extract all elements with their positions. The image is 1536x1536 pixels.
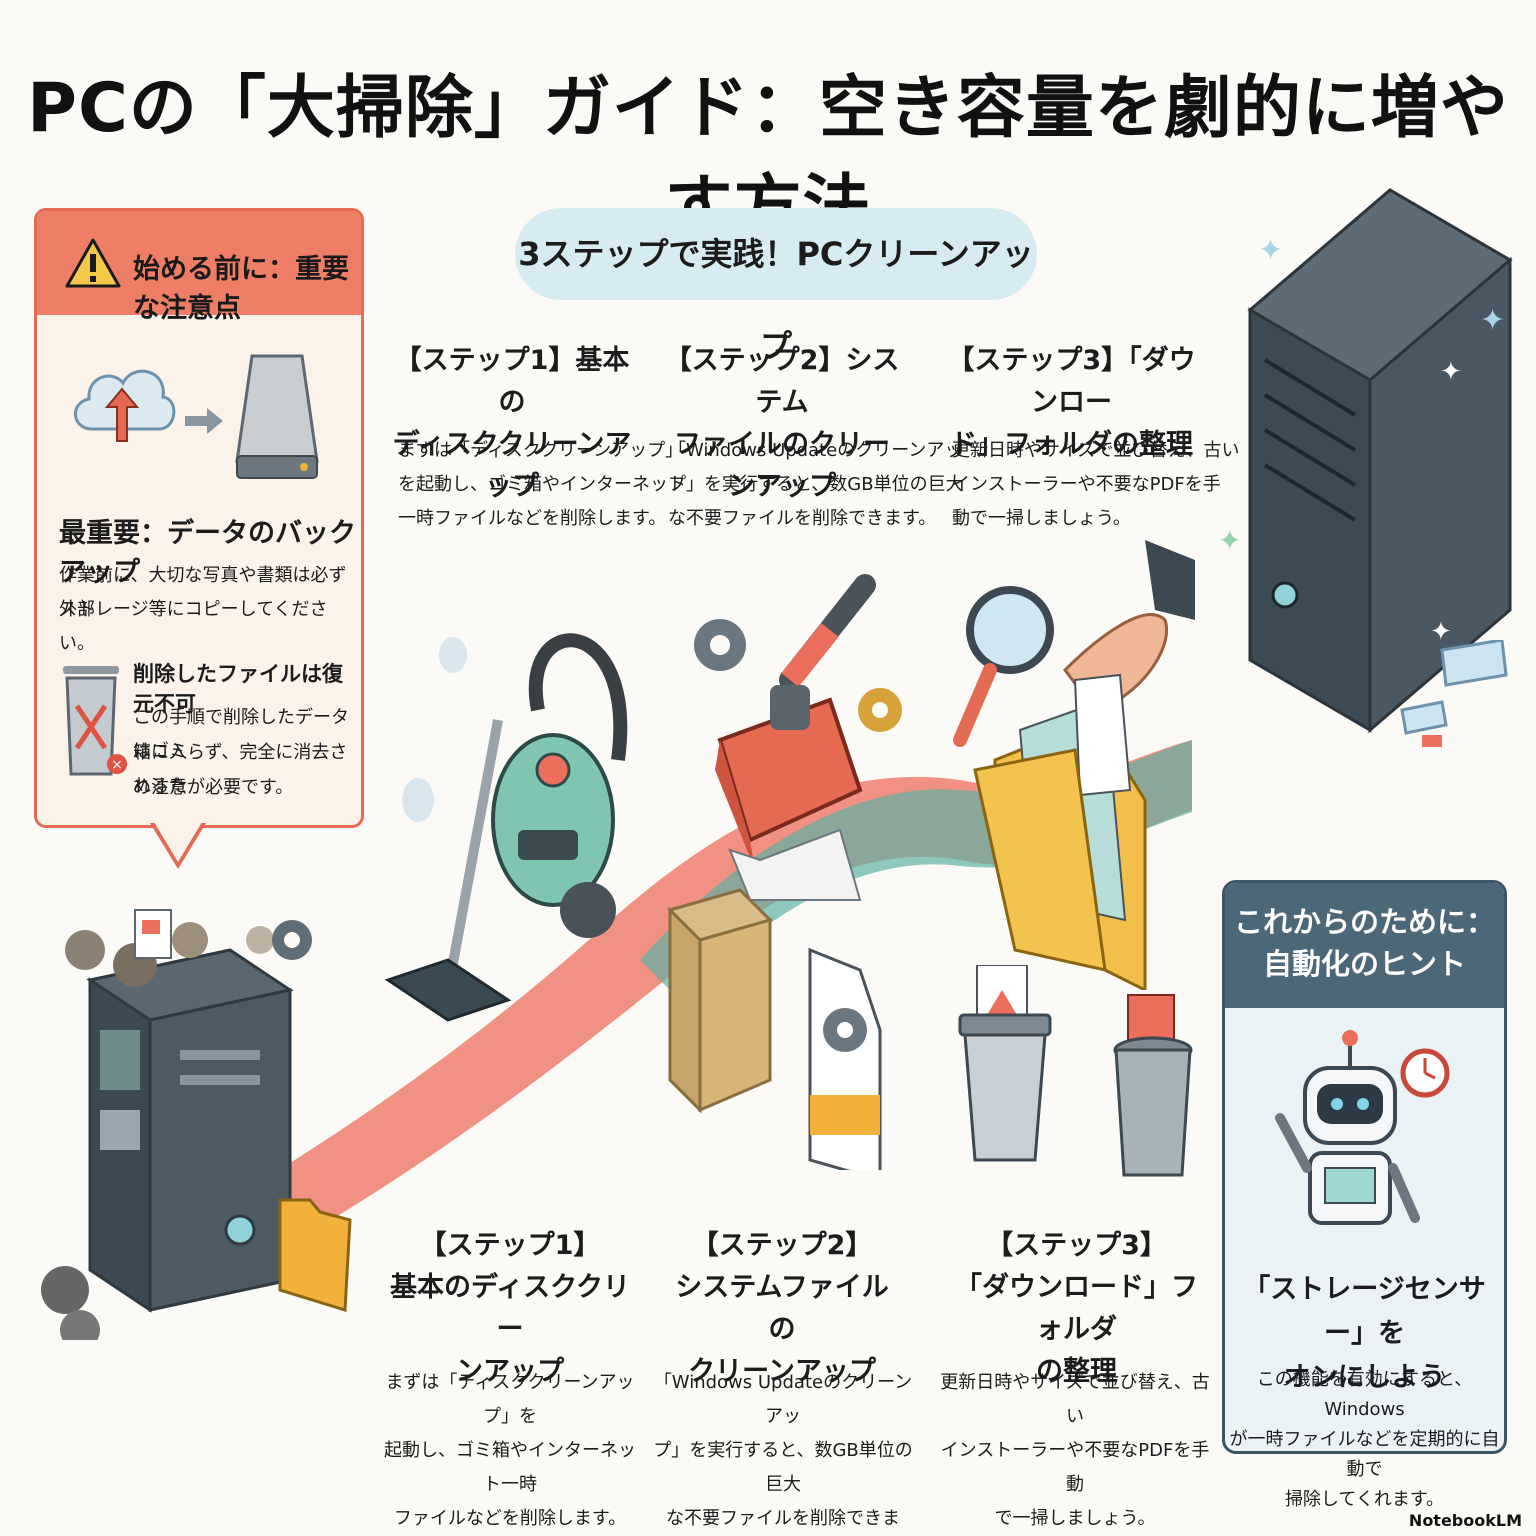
step2-top-text-3: な不要ファイルを削除できます。 xyxy=(668,508,937,529)
step1-bottom-title-2: 基本のディスククリー xyxy=(389,1272,631,1345)
step1-bottom-text-2: 起動し、ゴミ箱やインターネット一時 xyxy=(384,1440,636,1495)
cloud-upload-icon xyxy=(73,369,176,442)
step2-bottom-text-2: プ」を実行すると、数GB単位の巨大 xyxy=(653,1440,913,1495)
step1-bottom: 【ステップ1】 基本のディスククリー ンアップ xyxy=(385,1225,635,1393)
backup-text-2: ストレージ等にコピーしてください。 xyxy=(59,599,328,654)
warning-icon xyxy=(65,238,121,288)
step3-top-text-1: 更新日時やサイズで並び替え、古い xyxy=(952,440,1240,461)
steps-banner: 3ステップで実践！PCクリーンアップ xyxy=(515,208,1037,365)
step3-bottom-title-1: 【ステップ3】 xyxy=(986,1230,1167,1261)
automation-heading-1: 「ストレージセンサー」を xyxy=(1243,1274,1486,1349)
step3-bottom-text-3: で一掃しましょう。 xyxy=(994,1508,1156,1529)
hand-and-folder-illustration xyxy=(973,540,1195,990)
step1-top-title-1: 【ステップ1】基本の xyxy=(394,345,630,418)
step2-top-title-2: ファイルのクリーンアップ xyxy=(674,429,890,502)
step1-bottom-title-3: ンアップ xyxy=(456,1356,564,1387)
step2-bottom-title-3: クリーンアップ xyxy=(688,1356,876,1387)
step2-bottom: 【ステップ2】 システムファイルの クリーンアップ xyxy=(662,1225,902,1393)
automation-title-2: 自動化のヒント xyxy=(1262,947,1466,981)
arrow-right-icon xyxy=(185,408,223,434)
delete-text-3: め注意が必要です。 xyxy=(133,777,294,798)
step2-top-title-1: 【ステップ2】システム xyxy=(664,345,900,418)
step3-bottom-title-2: 「ダウンロード」フォルダ xyxy=(955,1272,1198,1345)
step3-bottom-title-3: の整理 xyxy=(1036,1356,1117,1387)
robot-icon xyxy=(1275,1030,1450,1225)
step2-top: 【ステップ2】システム ファイルのクリーンアップ xyxy=(662,340,902,508)
warning-panel: 始める前に：重要な注意点 最重要：データのバックアップ 作業前に、大切な写真や書… xyxy=(34,208,364,828)
svg-text:✦: ✦ xyxy=(1430,617,1452,647)
delete-text-2: 箱に入らず、完全に消去されるた xyxy=(133,742,348,797)
step3-bottom-text-1: 更新日時やサイズで並び替え、古い xyxy=(940,1372,1210,1427)
magnifier-icon xyxy=(953,586,1054,747)
step1-top-title-2: ディスククリーンアップ xyxy=(392,429,632,502)
svg-text:×: × xyxy=(111,757,123,773)
svg-text:✦: ✦ xyxy=(1480,303,1505,338)
sparkle-icon: ✦ xyxy=(1218,524,1241,557)
svg-text:✦: ✦ xyxy=(1440,357,1462,387)
step2-bottom-body: 「Windows Updateのクリーンアッ プ」を実行すると、数GB単位の巨大… xyxy=(652,1366,914,1536)
step3-top-title-1: 【ステップ3】「ダウンロー xyxy=(947,345,1196,418)
page-title: PCの「大掃除」ガイド：空き容量を劇的に増やす方法 xyxy=(27,69,1509,247)
dusty-pc-tower-illustration xyxy=(41,909,294,1340)
backup-title: 最重要：データのバックアップ xyxy=(59,518,356,588)
clean-pc-tower-illustration: ✦ ✦ xyxy=(1247,188,1513,734)
step1-bottom-title-1: 【ステップ1】 xyxy=(419,1230,601,1261)
sparkle-icon: ✦ xyxy=(1480,303,1505,338)
trash-bin-icon xyxy=(1113,994,1193,1177)
step2-top-text-2: プ」を実行すると、数GB単位の巨大 xyxy=(668,474,964,495)
automation-panel: これからのために： 自動化のヒント 「ストレージセンサー」を オンにしよう この… xyxy=(1222,880,1507,1510)
step1-bottom-text-3: ファイルなどを削除します。 xyxy=(393,1508,627,1529)
svg-text:✦: ✦ xyxy=(1218,524,1241,557)
step2-bottom-text-3: な不要ファイルを削除できます。 xyxy=(666,1508,900,1529)
step3-top-title-2: ド」フォルダの整理 xyxy=(950,429,1193,460)
external-drive-icon xyxy=(235,354,319,479)
step2-bottom-title-1: 【ステップ2】 xyxy=(691,1230,873,1261)
delete-text-1: この手順で削除したデータはゴミ xyxy=(133,707,349,762)
step1-top-text-1: まずは「ディスククリーンアップ」 xyxy=(398,440,684,461)
step1-top: 【ステップ1】基本の ディスククリーンアップ xyxy=(392,340,632,508)
shredder-bin-illustration xyxy=(958,965,1052,1162)
delete-title: 削除したファイルは復元不可 xyxy=(133,662,343,716)
gear-icon xyxy=(272,920,312,960)
step3-top-text-2: インストーラーや不要なPDFを手 xyxy=(952,474,1221,495)
boxes-and-system-file-illustration xyxy=(667,888,882,1170)
device-cards-illustration xyxy=(1400,640,1508,747)
step3-top-text-3: 動で一掃しましょう。 xyxy=(952,508,1131,529)
warning-bubble-tail-inner xyxy=(154,822,202,862)
step3-bottom: 【ステップ3】 「ダウンロード」フォルダ の整理 xyxy=(944,1225,1209,1393)
step1-bottom-text-1: まずは「ディスククリーンアップ」を xyxy=(385,1372,635,1427)
step3-bottom-body: 更新日時やサイズで並び替え、古い インストーラーや不要なPDFを手動 で一掃しま… xyxy=(940,1366,1210,1536)
step3-bottom-text-2: インストーラーや不要なPDFを手動 xyxy=(940,1440,1210,1495)
automation-text-3: 掃除してくれます。 xyxy=(1284,1489,1445,1510)
automation-body: この機能を有効にすると、Windows が一時ファイルなどを定期的に自動で 掃除… xyxy=(1225,1365,1504,1515)
step2-top-text-1: 「Windows Updateのクリーンアッ xyxy=(668,440,963,461)
step2-bottom-text-1: 「Windows Updateのクリーンアッ xyxy=(653,1372,913,1427)
vacuum-cleaner-illustration xyxy=(384,633,628,1022)
step1-bottom-body: まずは「ディスククリーンアップ」を 起動し、ゴミ箱やインターネット一時 ファイル… xyxy=(376,1366,644,1536)
automation-header xyxy=(1225,883,1504,1008)
notebooklm-watermark: NotebookLM xyxy=(1408,1511,1522,1530)
automation-text-2: が一時ファイルなどを定期的に自動で xyxy=(1229,1429,1500,1480)
step3-top: 【ステップ3】「ダウンロー ド」フォルダの整理 xyxy=(944,340,1199,466)
automation-text-1: この機能を有効にすると、Windows xyxy=(1256,1369,1473,1420)
backup-text-1: 作業前に、大切な写真や書類は必ず外部 xyxy=(59,565,347,620)
sparkle-icon: ✦ xyxy=(1258,233,1283,268)
cleaning-brush-illustration xyxy=(694,574,902,901)
svg-text:✦: ✦ xyxy=(1258,233,1283,268)
warning-title: 始める前に：重要な注意点 xyxy=(133,254,349,324)
automation-heading-2: オンにしよう xyxy=(1283,1362,1446,1393)
step1-top-text-3: 一時ファイルなどを削除します。 xyxy=(398,508,667,529)
automation-title-1: これからのために： xyxy=(1233,905,1495,939)
automation-heading: 「ストレージセンサー」を オンにしよう xyxy=(1225,1268,1504,1400)
folder-icon xyxy=(278,1198,352,1312)
automation-title: これからのために： 自動化のヒント xyxy=(1225,901,1504,985)
trash-delete-icon: × xyxy=(63,666,127,776)
step2-bottom-title-2: システムファイルの xyxy=(675,1272,889,1345)
step1-top-text-2: を起動し、ゴミ箱やインターネット xyxy=(398,474,686,495)
